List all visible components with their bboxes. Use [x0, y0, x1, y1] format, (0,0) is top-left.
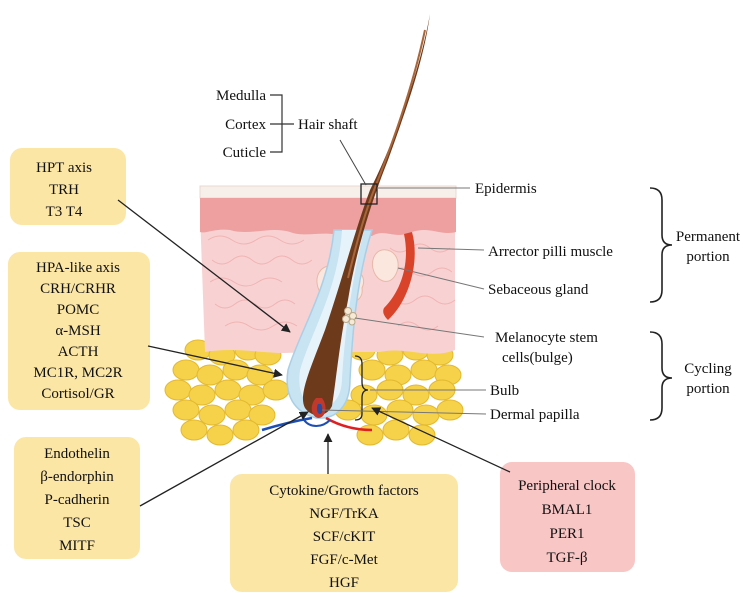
hpt-arrow: [117, 199, 291, 333]
fat-cell: [412, 404, 440, 426]
hpa-axis-line: MC1R, MC2R: [33, 365, 122, 381]
fat-cell: [214, 379, 242, 401]
fat-cell: [408, 424, 436, 446]
fat-cell: [358, 359, 386, 381]
hpa-arrow: [147, 345, 283, 378]
endothelin-line: TSC: [63, 515, 91, 531]
permanent-label: portion: [686, 249, 730, 265]
peripheral-clock-line: PER1: [549, 526, 584, 542]
fat-cell: [172, 359, 200, 381]
hpa-axis-line: CRH/CRHR: [40, 281, 116, 297]
hair-layers-bracket: [270, 94, 294, 153]
fat-cell: [360, 404, 388, 426]
peripheral-clock-line: BMAL1: [542, 502, 593, 518]
fat-cell: [382, 419, 410, 441]
cuticle-label: Cuticle: [223, 145, 267, 161]
melanocyte-stem-cells: [342, 307, 357, 326]
cycling-label: Cycling: [684, 361, 732, 377]
bulb-bracket: [354, 355, 369, 421]
epidermis-label: Epidermis: [475, 181, 537, 197]
endothelin-line: MITF: [59, 538, 95, 554]
fat-cell: [164, 379, 192, 401]
hpa-axis-line: ACTH: [58, 344, 99, 360]
fat-cell: [196, 364, 224, 386]
hpa-axis-line: Cortisol/GR: [41, 386, 114, 402]
fat-cell: [172, 399, 200, 421]
hpt-axis-line: T3 T4: [46, 204, 83, 220]
peripheral-clock-line: TGF-β: [547, 550, 588, 566]
permanent-brace: [649, 187, 673, 303]
cytokine-title: Cytokine/Growth factors: [269, 483, 419, 499]
melanocyte-label: cells(bulge): [502, 350, 573, 366]
clock-arrow: [371, 407, 511, 473]
hair-shaft: [302, 14, 430, 416]
sebaceous-pointer: [397, 267, 485, 290]
blood-vessel-loop: [303, 419, 331, 427]
arrector-pili-label: Arrector pilli muscle: [488, 244, 613, 260]
fat-cell: [188, 384, 216, 406]
fat-cell: [206, 424, 234, 446]
cytokine-line: FGF/c-Met: [310, 552, 378, 568]
cytokine-line: NGF/TrKA: [309, 506, 379, 522]
arrector-pili-muscle: [383, 232, 415, 320]
hpa-axis-title: HPA-like axis: [36, 260, 120, 276]
fat-cell: [356, 424, 384, 446]
dermis-texture: [207, 235, 456, 331]
hpa-axis-box: [8, 252, 150, 410]
dermal-papilla-core: [316, 404, 323, 414]
epidermis-layer: [200, 198, 456, 236]
peripheral-clock-box: [500, 462, 635, 572]
permanent-label: Permanent: [676, 229, 741, 245]
hpt-axis-title: HPT axis: [36, 160, 92, 176]
arrector-pili-pointer: [417, 247, 485, 251]
hpa-axis-line: α-MSH: [55, 323, 101, 339]
peripheral-clock-title: Peripheral clock: [518, 478, 616, 494]
hpt-axis-line: TRH: [49, 182, 79, 198]
dermal-papilla-pointer: [321, 409, 487, 415]
cortex-label: Cortex: [225, 117, 266, 133]
cycling-brace: [649, 331, 673, 421]
melanocyte-label: Melanocyte stem: [495, 330, 598, 346]
fat-cell: [232, 419, 260, 441]
fat-cell: [262, 379, 290, 401]
sebaceous-label: Sebaceous gland: [488, 282, 589, 298]
fat-cell: [248, 404, 276, 426]
cytokine-box: [230, 474, 458, 592]
hair-shaft-label: Hair shaft: [298, 117, 358, 133]
endothelin-line: Endothelin: [44, 446, 110, 462]
cytokine-line: HGF: [329, 575, 359, 591]
fat-cell: [436, 399, 464, 421]
cycling-label: portion: [686, 381, 730, 397]
bulb-label: Bulb: [490, 383, 519, 399]
melanocyte-pointer: [354, 317, 485, 338]
hpt-axis-box: [10, 148, 126, 225]
fat-cell: [198, 404, 226, 426]
dermal-papilla-label: Dermal papilla: [490, 407, 580, 423]
medulla-label: Medulla: [216, 88, 266, 104]
endothelin-line: P-cadherin: [45, 492, 110, 508]
fat-cell: [180, 419, 208, 441]
endothelin-arrow: [139, 411, 309, 507]
sebaceous-gland: [371, 249, 399, 282]
fat-cell: [224, 399, 252, 421]
endothelin-box: [14, 437, 140, 559]
hair-shaft-pointer: [339, 139, 367, 186]
endothelin-line: β-endorphin: [40, 469, 114, 485]
cytokine-line: SCF/cKIT: [313, 529, 376, 545]
fat-cell: [410, 359, 438, 381]
hair-shaft-detail-box: [360, 183, 378, 205]
hpa-axis-line: POMC: [57, 302, 100, 318]
fat-cell: [246, 364, 274, 386]
